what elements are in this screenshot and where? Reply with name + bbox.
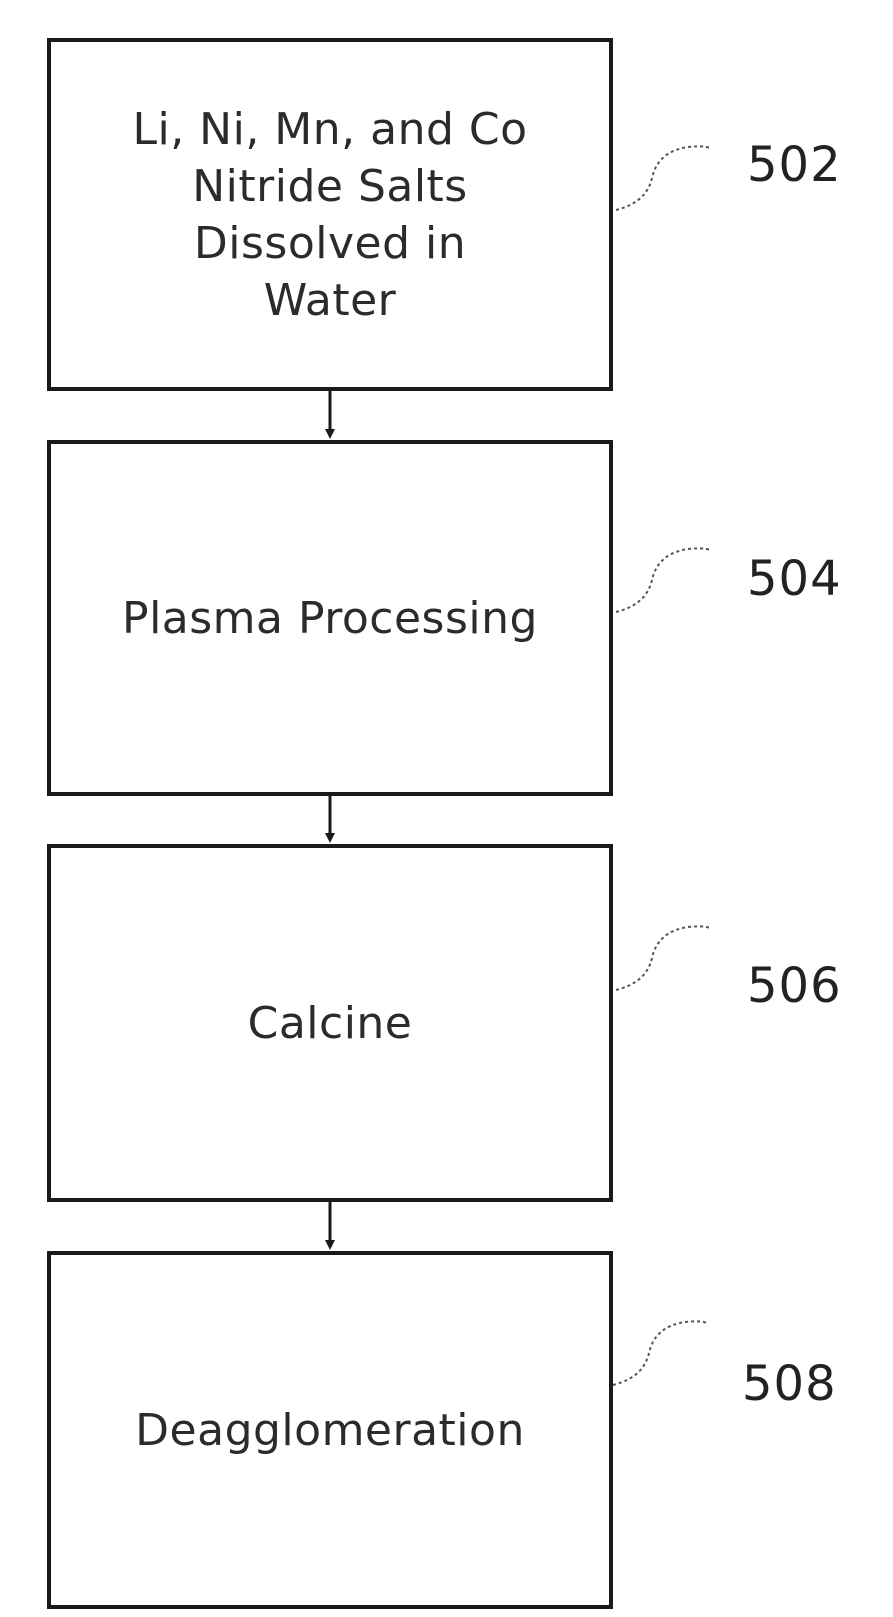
- step-label-506: Calcine: [248, 995, 413, 1052]
- step-label-504: Plasma Processing: [122, 590, 538, 647]
- leader-line-502: [616, 146, 710, 210]
- step-box-502: Li, Ni, Mn, and Co Nitride Salts Dissolv…: [47, 38, 613, 391]
- step-label-502: Li, Ni, Mn, and Co Nitride Salts Dissolv…: [132, 101, 527, 329]
- reference-number-508: 508: [742, 1356, 837, 1412]
- reference-number-504: 504: [747, 551, 842, 607]
- step-box-504: Plasma Processing: [47, 440, 613, 796]
- reference-number-502: 502: [747, 137, 842, 193]
- step-label-508: Deagglomeration: [135, 1402, 525, 1459]
- leader-line-508: [613, 1321, 707, 1385]
- leader-line-506: [616, 926, 710, 990]
- leader-line-504: [616, 548, 710, 612]
- step-box-506: Calcine: [47, 844, 613, 1202]
- reference-number-506: 506: [747, 958, 842, 1014]
- step-box-508: Deagglomeration: [47, 1251, 613, 1609]
